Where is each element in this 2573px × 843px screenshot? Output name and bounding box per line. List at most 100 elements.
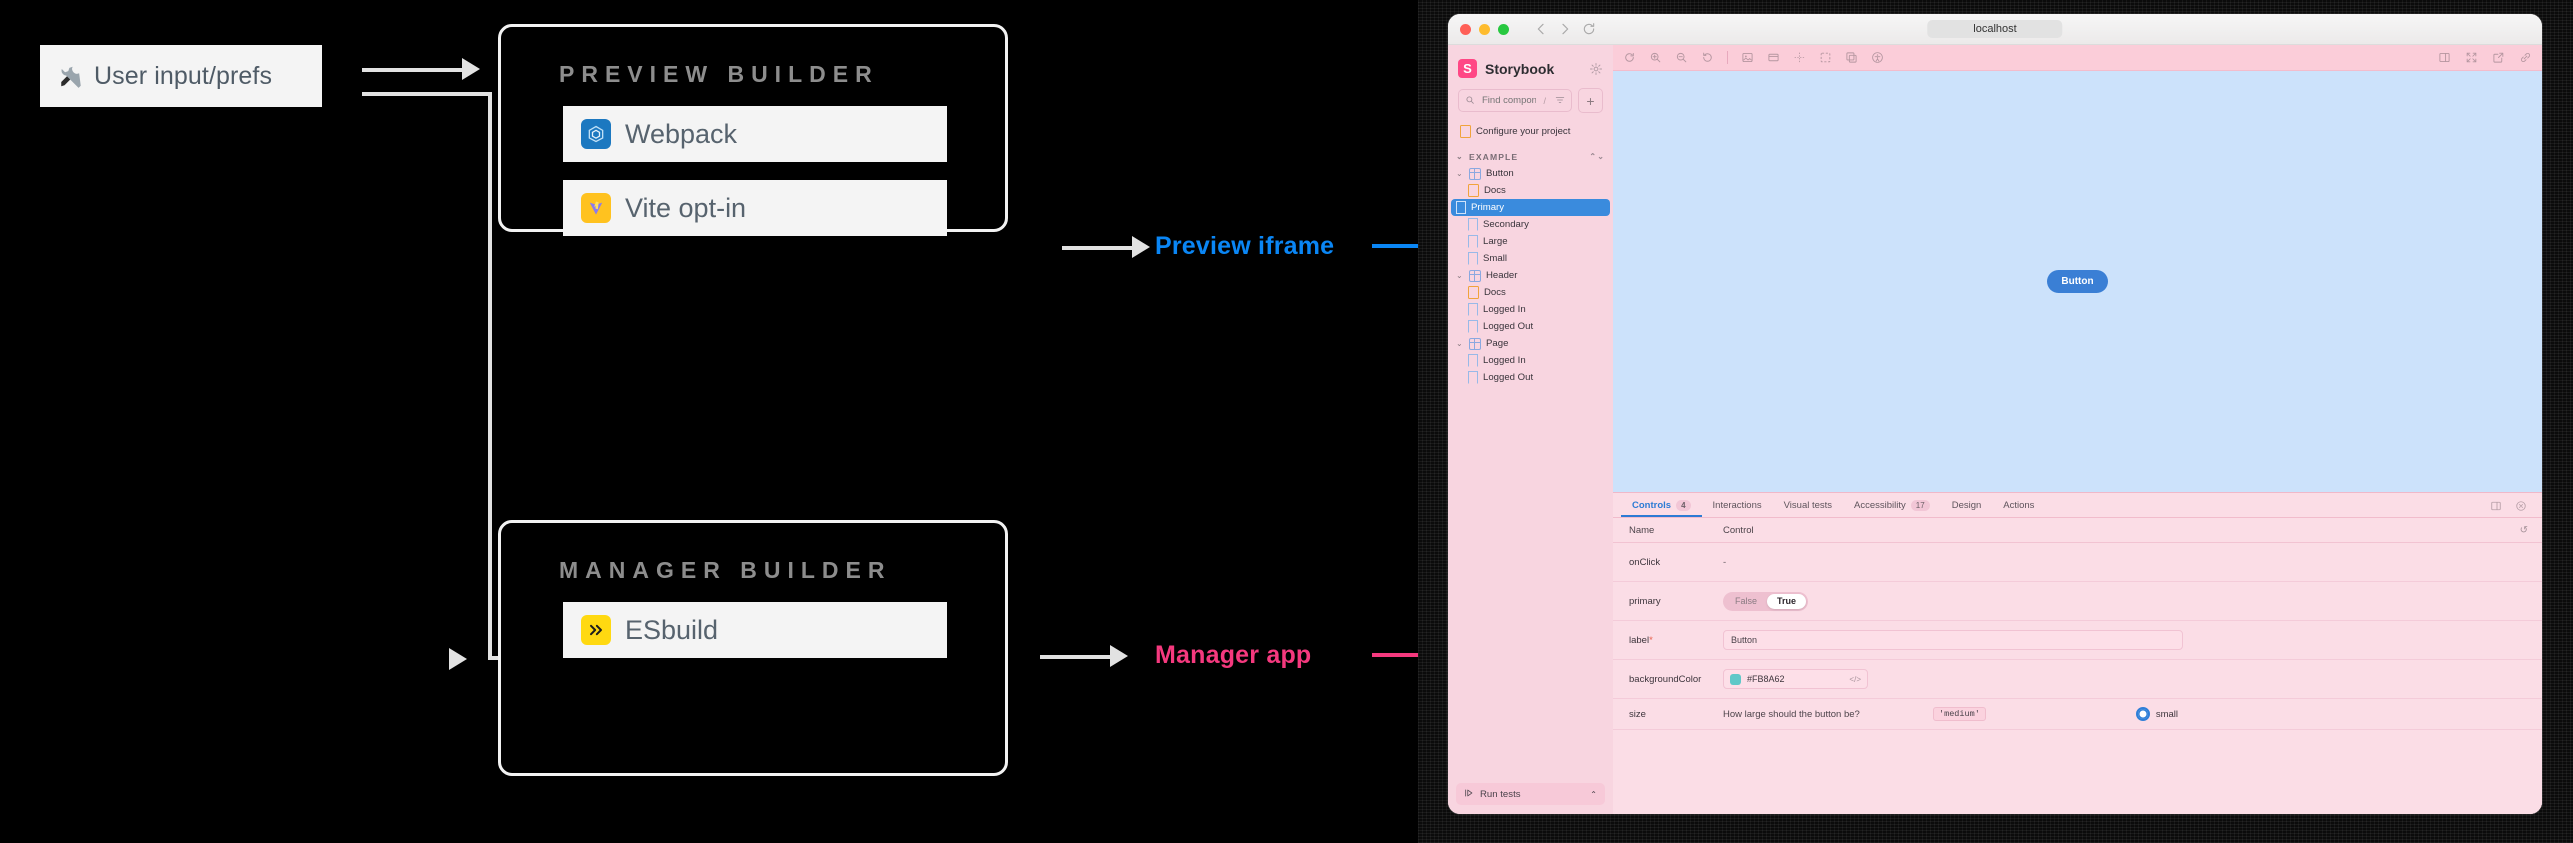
panel-position-icon[interactable] (2438, 51, 2451, 64)
measure-icon[interactable] (1793, 51, 1806, 64)
control-row-primary: primary False True (1613, 582, 2542, 621)
minimize-traffic-light[interactable] (1479, 23, 1490, 35)
fullscreen-icon[interactable] (2465, 51, 2478, 64)
zoom-out-icon[interactable] (1675, 51, 1688, 64)
radio-icon[interactable] (2135, 707, 2150, 721)
gear-icon[interactable] (1589, 62, 1603, 76)
zoom-in-icon[interactable] (1649, 51, 1662, 64)
sidebar-item-label: Logged Out (1483, 321, 1534, 332)
size-radio-option[interactable]: small (2135, 707, 2178, 721)
reload-icon[interactable] (1623, 51, 1636, 64)
tab-actions[interactable]: Actions (1992, 493, 2045, 517)
tab-badge: 17 (1910, 499, 1930, 511)
manager-builder-panel: MANAGER BUILDER ESbuild (498, 520, 1008, 776)
tab-design[interactable]: Design (1941, 493, 1993, 517)
sidebar-item-label: Small (1483, 253, 1507, 264)
color-input[interactable]: #FB8A62 </> (1723, 669, 1868, 689)
sidebar-item-header-logged-out[interactable]: Logged Out (1448, 318, 1613, 335)
control-value: - (1723, 556, 1727, 568)
reset-icon[interactable]: ↺ (2519, 524, 2528, 536)
search-icon (1465, 92, 1475, 110)
sidebar-section-example[interactable]: ⌄ EXAMPLE ⌃⌄ (1448, 148, 1613, 165)
story-icon (1468, 252, 1478, 265)
elbow-horizontal-bottom (488, 656, 502, 660)
story-icon (1468, 320, 1478, 333)
label-text-input[interactable]: Button (1723, 630, 2183, 650)
search-input[interactable] (1480, 94, 1539, 107)
sidebar-item-page-logged-in[interactable]: Logged In (1448, 352, 1613, 369)
control-default-value: 'medium' (1933, 707, 1986, 721)
zoom-reset-icon[interactable] (1701, 51, 1714, 64)
reload-icon[interactable] (1581, 21, 1597, 37)
filter-icon[interactable] (1555, 92, 1565, 110)
preview-toolbar-right (2438, 51, 2532, 64)
accessibility-icon[interactable] (1871, 51, 1884, 64)
run-tests-label: Run tests (1480, 788, 1521, 800)
sidebar-item-header-logged-in[interactable]: Logged In (1448, 301, 1613, 318)
arrow-manager-app (1040, 655, 1110, 659)
chevron-up-icon[interactable]: ⌃ (1590, 789, 1597, 799)
toggle-option-false[interactable]: False (1735, 595, 1758, 606)
forward-icon[interactable] (1557, 21, 1573, 37)
back-icon[interactable] (1533, 21, 1549, 37)
sidebar-item-page[interactable]: ⌄ Page (1448, 335, 1613, 352)
preview-button[interactable]: Button (2047, 270, 2108, 293)
tab-controls[interactable]: Controls 4 (1621, 493, 1702, 517)
grid-icon[interactable] (1767, 51, 1780, 64)
sidebar-item-label: Docs (1484, 287, 1506, 298)
control-description: How large should the button be? (1723, 708, 1860, 720)
sidebar-item-header-docs[interactable]: Docs (1448, 284, 1613, 301)
boolean-toggle[interactable]: False True (1723, 591, 1809, 611)
storybook-screenshot: localhost S Storybook (1418, 0, 2573, 843)
storybook-sidebar: S Storybook / (1448, 45, 1613, 814)
panel-position-icon[interactable] (2490, 499, 2503, 512)
toggle-option-true[interactable]: True (1767, 593, 1807, 609)
sidebar-item-page-logged-out[interactable]: Logged Out (1448, 369, 1613, 386)
close-traffic-light[interactable] (1460, 23, 1471, 35)
control-name: label* (1613, 635, 1723, 646)
esbuild-icon (581, 615, 611, 645)
story-icon (1456, 201, 1466, 214)
sidebar-item-button-docs[interactable]: Docs (1448, 182, 1613, 199)
open-new-tab-icon[interactable] (2492, 51, 2505, 64)
outline-icon[interactable] (1819, 51, 1832, 64)
color-hex-value: #FB8A62 (1747, 674, 1785, 684)
tab-label: Controls (1632, 499, 1672, 511)
tab-visual-tests[interactable]: Visual tests (1773, 493, 1843, 517)
chevron-down-icon: ⌄ (1456, 271, 1463, 280)
code-toggle-icon[interactable]: </> (1849, 674, 1861, 684)
story-icon (1468, 303, 1478, 316)
preview-builder-title: PREVIEW BUILDER (559, 61, 879, 87)
sidebar-item-button-small[interactable]: Small (1448, 250, 1613, 267)
storybook-brand-name[interactable]: Storybook (1485, 60, 1555, 77)
sidebar-item-button-secondary[interactable]: Secondary (1448, 216, 1613, 233)
url-bar[interactable]: localhost (1927, 20, 2063, 38)
sidebar-item-button-primary[interactable]: Primary (1451, 199, 1610, 216)
viewport-icon[interactable] (1845, 51, 1858, 64)
color-swatch[interactable] (1730, 673, 1741, 685)
maximize-traffic-light[interactable] (1498, 23, 1509, 35)
component-icon (1469, 167, 1481, 180)
sort-icon[interactable]: ⌃⌄ (1589, 152, 1605, 161)
search-box[interactable]: / (1458, 89, 1572, 112)
copy-link-icon[interactable] (2519, 51, 2532, 64)
close-panel-icon[interactable] (2515, 499, 2528, 512)
preview-builder-row-label: Vite opt-in (625, 192, 747, 223)
sidebar-item-button[interactable]: ⌄ Button (1448, 165, 1613, 182)
tab-accessibility[interactable]: Accessibility 17 (1843, 493, 1941, 517)
manager-builder-row-esbuild: ESbuild (563, 602, 947, 658)
tab-interactions[interactable]: Interactions (1702, 493, 1773, 517)
create-new-story-button[interactable]: + (1578, 88, 1603, 113)
storybook-logo-icon: S (1458, 59, 1477, 78)
sidebar-item-configure[interactable]: Configure your project (1448, 123, 1613, 140)
sidebar-item-header[interactable]: ⌄ Header (1448, 267, 1613, 284)
arrow-preview-iframe (1062, 246, 1132, 250)
sidebar-item-button-large[interactable]: Large (1448, 233, 1613, 250)
control-name: size (1629, 708, 1646, 720)
background-icon[interactable] (1741, 51, 1754, 64)
control-name: backgroundColor (1629, 673, 1702, 685)
sidebar-item-label: Button (1486, 168, 1514, 179)
run-tests-button[interactable]: Run tests ⌃ (1456, 783, 1605, 805)
component-icon (1469, 269, 1481, 282)
doc-icon (1468, 286, 1479, 299)
